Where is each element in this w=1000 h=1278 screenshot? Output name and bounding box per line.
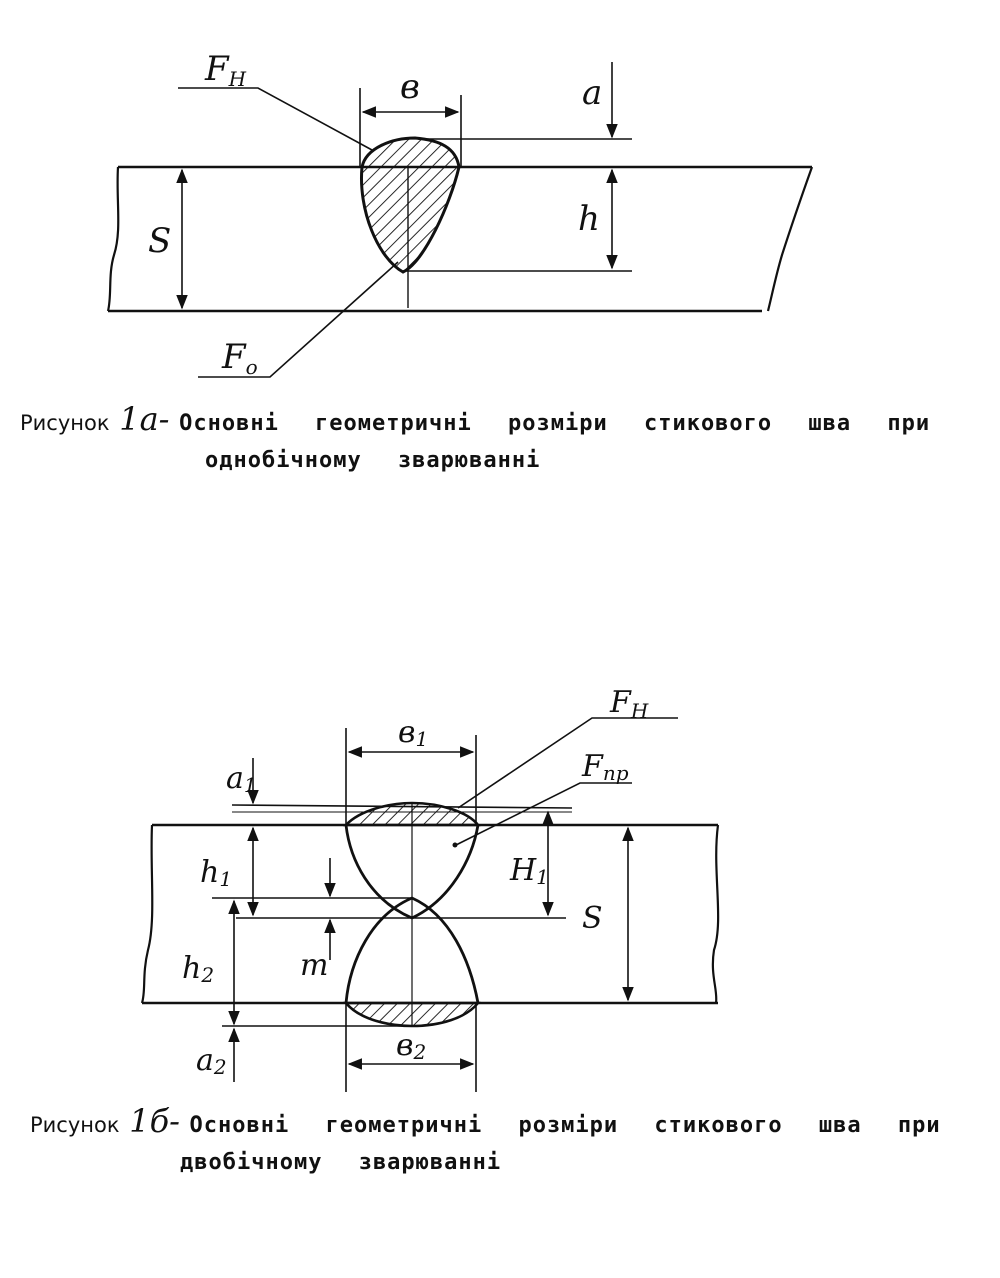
label-s-a: S: [148, 221, 171, 261]
figure-a-single-sided-weld: [106, 62, 814, 378]
leader-fn-b: [457, 717, 678, 809]
label-a2: a2: [196, 1043, 227, 1079]
plate-b-left-break: [140, 824, 154, 1004]
label-b2: в2: [396, 1028, 426, 1064]
label-fn-b: FН: [609, 685, 649, 723]
label-h-a: h: [578, 199, 600, 239]
leader-fpr-b: [455, 782, 632, 846]
label-m: m: [300, 948, 328, 983]
plate-a-right-break: [766, 166, 814, 312]
caption-b-number: 1б-: [129, 1102, 180, 1140]
label-h2: h2: [182, 951, 214, 987]
caption-a-prefix: Рисунок: [20, 411, 110, 435]
caption-b-prefix: Рисунок: [30, 1113, 120, 1137]
weld-a-bead: [359, 136, 461, 274]
label-fpr-b: Fпр: [581, 749, 629, 785]
figure-b-double-sided-weld: [140, 717, 720, 1092]
label-b1: в1: [398, 715, 428, 751]
plate-a-left-break: [106, 166, 120, 312]
label-H1: H1: [509, 853, 549, 889]
caption-b-line2: двобічному зварюванні: [180, 1150, 502, 1175]
label-fo-a: Fo: [221, 337, 258, 379]
leader-fn-a: [178, 87, 373, 151]
plate-b-right-break: [711, 824, 720, 1004]
leader-fo-a: [198, 261, 399, 378]
caption-b-text: Основні геометричні розміри стикового шв…: [189, 1113, 941, 1138]
caption-a-line2: однобічному зварюванні: [205, 448, 541, 473]
caption-figure-b: Рисунок 1б- Основні геометричні розміри …: [30, 1102, 980, 1140]
label-S-b: S: [582, 901, 603, 936]
label-a1: a1: [226, 761, 257, 797]
dim-a1-ext-top: [231, 804, 573, 809]
label-a-a: a: [582, 73, 602, 113]
caption-a-number: 1a-: [119, 400, 170, 438]
label-fn-a: FН: [204, 49, 247, 91]
caption-figure-a: Рисунок 1a- Основні геометричні розміри …: [20, 400, 980, 438]
leader-fpr-dot: [452, 842, 458, 848]
label-b-a: в: [400, 67, 420, 107]
caption-a-text: Основні геометричні розміри стикового шв…: [179, 411, 931, 436]
label-h1: h1: [200, 855, 232, 891]
